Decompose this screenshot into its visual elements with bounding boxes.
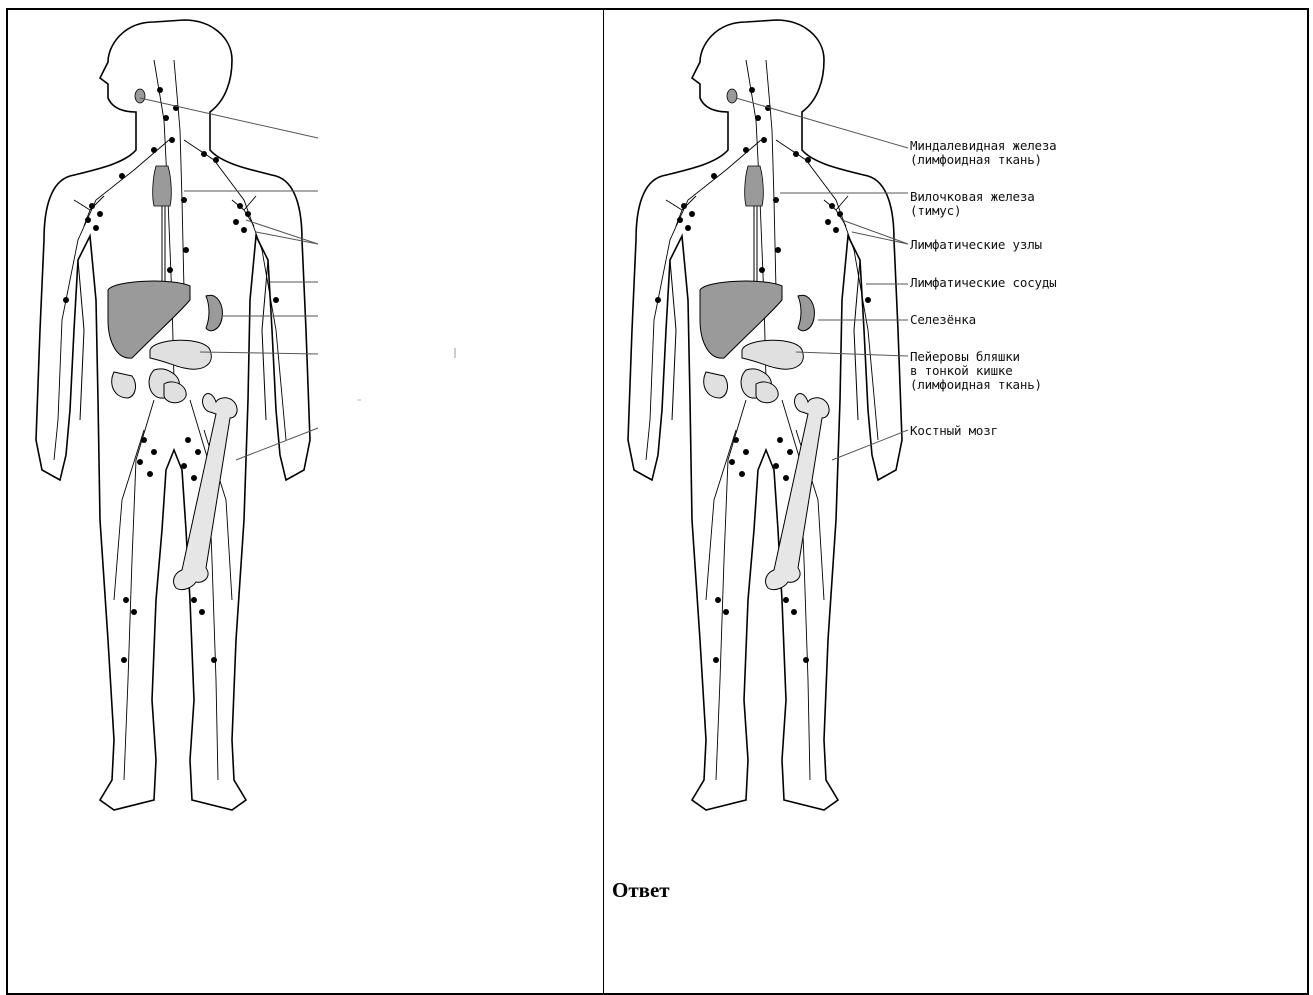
label-lymph-vessels: Лимфатические сосуды (910, 276, 1057, 290)
leader-lines-question (0, 0, 600, 995)
label-peyer-patches: Пейеровы бляшки в тонкой кишке (лимфоидн… (910, 350, 1042, 392)
label-bone-marrow: Костный мозг (910, 424, 998, 438)
leader-lines-answer (596, 0, 916, 995)
label-spleen: Селезёнка (910, 313, 976, 327)
label-thymus: Вилочковая железа (тимус) (910, 190, 1035, 218)
label-lymph-nodes: Лимфатические узлы (910, 238, 1042, 252)
answer-heading: Ответ (612, 878, 670, 903)
label-tonsil: Миндалевидная железа (лимфоидная ткань) (910, 139, 1057, 167)
